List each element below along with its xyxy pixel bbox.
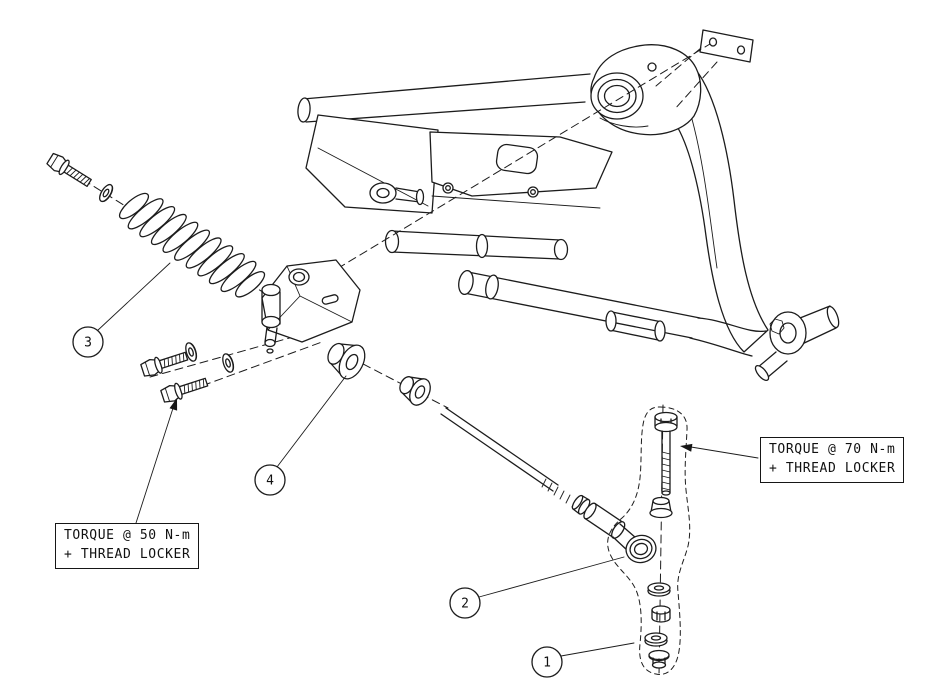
hardware-stack: [607, 406, 691, 675]
pivot-boss: [754, 305, 840, 382]
rubber-bushing-small: [399, 376, 431, 406]
hex-nut: [651, 605, 671, 623]
rod-end-eye: [625, 534, 657, 564]
frame-cylinder: [605, 310, 666, 342]
torque-70-line1: TORQUE @ 70 N-m: [769, 442, 896, 457]
torque-70-line2: + THREAD LOCKER: [769, 460, 896, 476]
gusset-slot: [495, 143, 539, 175]
flat-washer-stack-1: [647, 582, 671, 597]
callout-1-number: 1: [543, 656, 551, 671]
rubber-bushing-large: [327, 342, 366, 380]
torque-50-line2: + THREAD LOCKER: [64, 546, 191, 562]
callout-4: 4: [254, 375, 347, 496]
callout-3-number: 3: [84, 336, 92, 351]
flat-washer-bracket-2: [220, 351, 237, 375]
shock-mount-bracket: [261, 259, 361, 354]
frame-boss: [369, 182, 397, 204]
callout-2-number: 2: [461, 597, 469, 612]
centerline-plate: [655, 47, 718, 111]
flat-washer-spring: [96, 181, 116, 205]
shock-rod-assembly: [440, 407, 657, 564]
parts-boundary-outline: [607, 406, 691, 675]
callout-1: 1: [531, 642, 635, 678]
upper-cross-rod: [384, 229, 569, 261]
swingarm-frame: [297, 44, 840, 382]
hex-bolt-spring: [45, 150, 95, 191]
torque-70-leader: [680, 443, 759, 459]
hex-bolt-bracket-1: [139, 347, 190, 379]
torque-annotation-70: TORQUE @ 70 N-m + THREAD LOCKER: [760, 437, 905, 483]
top-hat-bushing: [649, 496, 673, 519]
upper-tube-edge: [302, 73, 591, 100]
callout-3: 3: [72, 262, 171, 358]
lower-cross-rod: [458, 269, 701, 339]
curved-arm: [677, 69, 769, 353]
centerline-main-diagonal: [281, 43, 711, 303]
callout-2: 2: [449, 556, 625, 619]
torque-50-leader: [135, 398, 178, 524]
hex-bolt-bracket-2: [159, 373, 210, 405]
wing-plate: [305, 114, 439, 214]
mounting-plate: [699, 29, 754, 63]
torque-50-line1: TORQUE @ 50 N-m: [64, 528, 191, 543]
torque-annotation-50: TORQUE @ 50 N-m + THREAD LOCKER: [55, 523, 200, 569]
callout-4-number: 4: [266, 474, 274, 489]
flat-washer-stack-2: [644, 632, 668, 647]
flange-nut: [648, 649, 670, 669]
pivot-head: [590, 44, 702, 136]
coil-spring: [118, 192, 266, 298]
long-hex-bolt: [654, 411, 678, 496]
